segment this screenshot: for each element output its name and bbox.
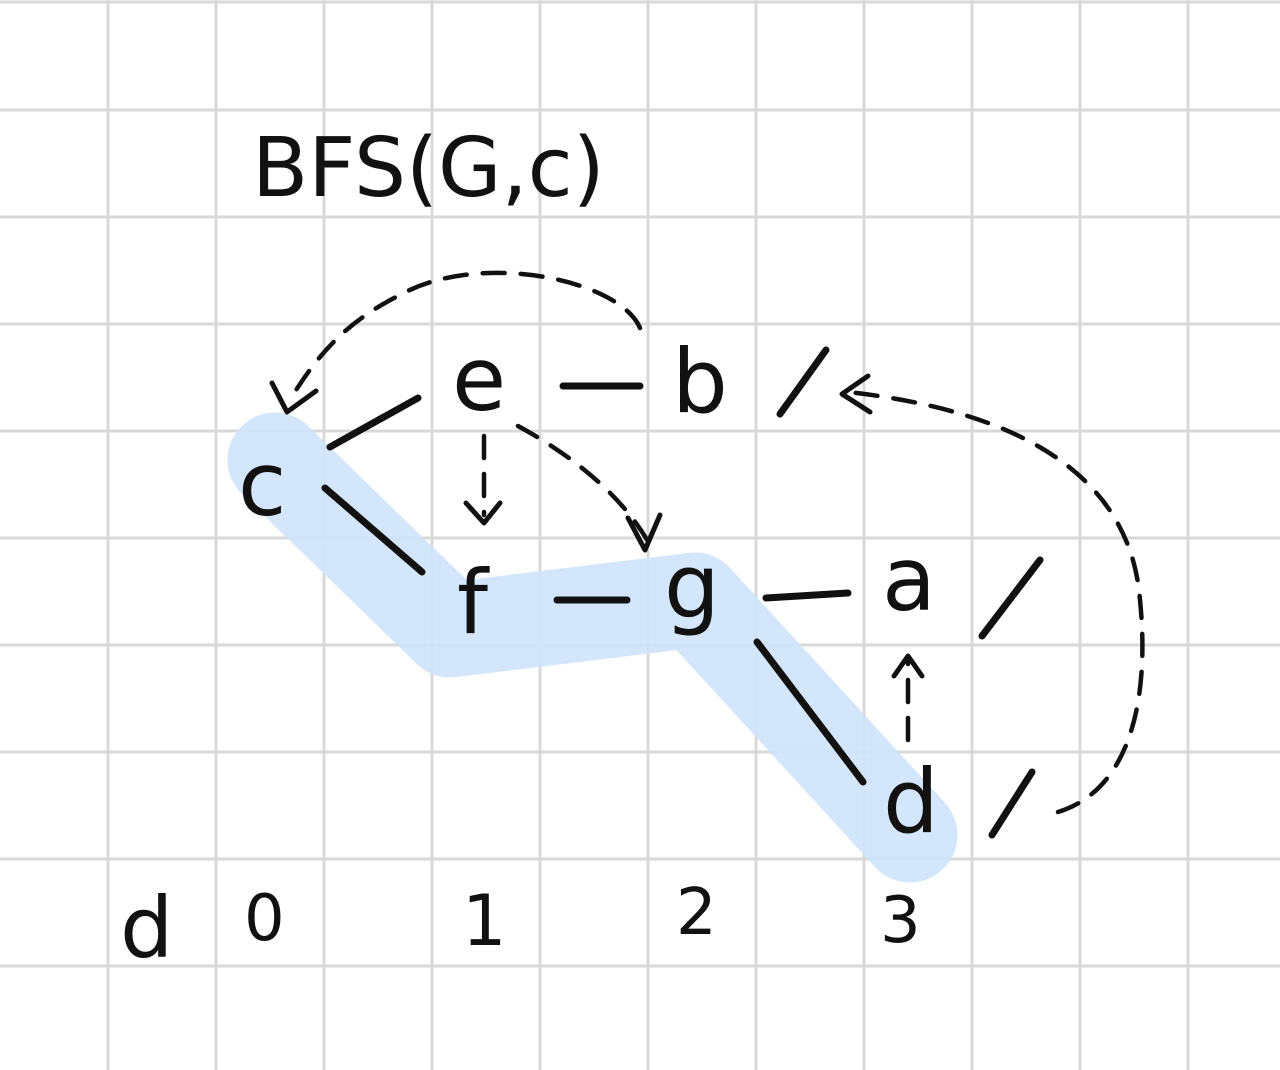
edge-c-e	[326, 394, 422, 451]
edge-d-tick	[988, 768, 1036, 839]
arrow-heads	[269, 373, 925, 679]
node-d: d	[883, 750, 939, 853]
node-c: c	[238, 433, 286, 536]
distance-value-0: 0	[244, 882, 285, 956]
arrowhead-at-a	[891, 653, 925, 679]
distance-label: d	[120, 879, 173, 977]
parent-arrows	[287, 270, 1145, 815]
edge-a-tick	[978, 556, 1044, 640]
graph-edges	[321, 346, 1044, 839]
diagram-title: BFS(G,c)	[252, 121, 605, 216]
distance-value-2: 2	[676, 876, 717, 950]
node-f: f	[457, 551, 490, 654]
arrow-d-to-b	[845, 389, 1145, 815]
edge-b-tick	[776, 346, 830, 418]
node-a: a	[882, 528, 936, 631]
node-g: g	[664, 535, 720, 638]
node-b: b	[672, 330, 728, 433]
shortest-path-highlight	[227, 412, 958, 883]
distance-value-3: 3	[880, 884, 921, 958]
arrowhead-at-f	[463, 500, 503, 526]
arrowhead-at-b	[839, 373, 873, 415]
edge-c-f	[321, 484, 426, 576]
distance-value-1: 1	[462, 880, 507, 962]
edge-g-d	[753, 638, 867, 786]
edge-g-a	[762, 589, 852, 602]
arrow-b-to-c	[287, 270, 643, 403]
arrowhead-at-c	[269, 380, 319, 415]
distance-row: d 0 1 2 3	[120, 876, 921, 977]
node-e: e	[452, 328, 506, 431]
arrowhead-at-g	[625, 512, 663, 553]
graph-nodes: c e b f g a d	[238, 328, 939, 853]
arrow-e-to-g	[515, 423, 653, 548]
